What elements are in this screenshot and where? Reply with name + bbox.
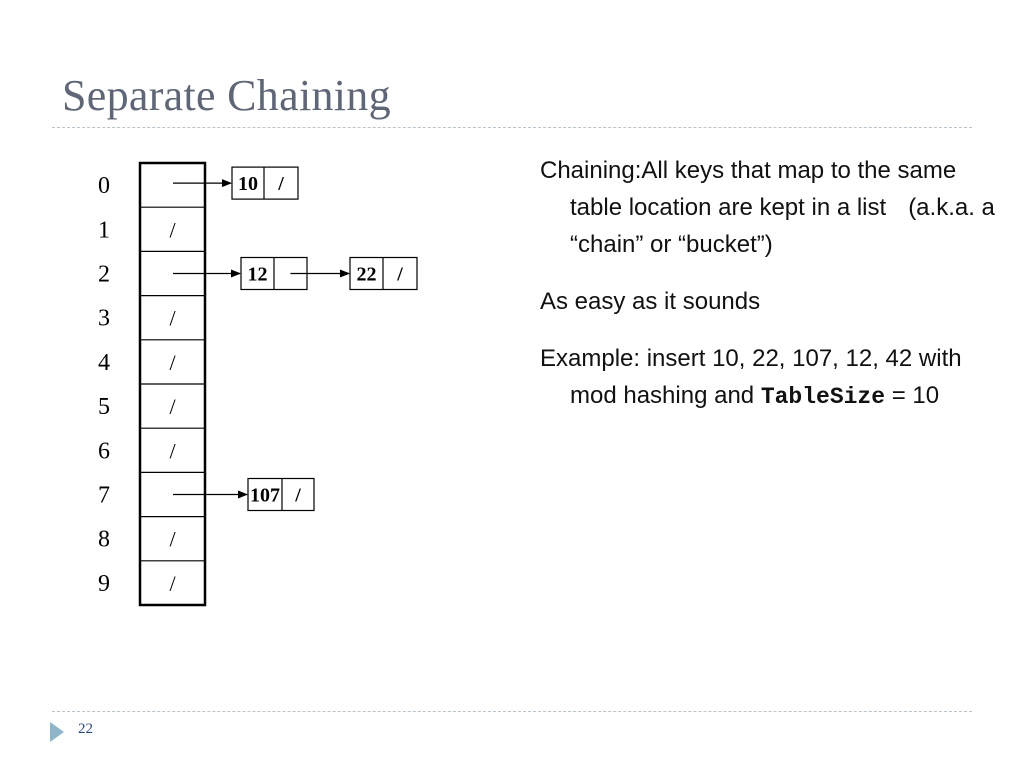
null-pointer: /	[169, 438, 176, 463]
hash-table: 0 1 / 2 3 / 4 / 5 / 6 / 7 8 / 9 /	[98, 161, 207, 607]
hash-table-diagram: 0 1 / 2 3 / 4 / 5 / 6 / 7 8 / 9 / 10 / 12 22 / 107 /	[0, 0, 520, 640]
null-pointer: /	[169, 350, 176, 375]
null-pointer: /	[169, 571, 176, 596]
example-statement: Example: insert 10, 22, 107, 12, 42 with…	[540, 340, 1010, 416]
easy-text: As easy as it sounds	[540, 288, 761, 315]
slot-index: 7	[98, 483, 110, 509]
null-pointer: /	[169, 527, 176, 552]
slide-title: Separate Chaining	[62, 71, 391, 120]
footer-divider	[52, 711, 972, 712]
node-key: 107	[250, 485, 280, 507]
triangle-bullet-icon	[50, 722, 64, 742]
explanation-text: Chaining:All keys that map to the same t…	[540, 152, 1010, 416]
node-key: 22	[357, 264, 377, 286]
chain-node	[247, 477, 315, 512]
slot-index: 3	[98, 306, 110, 332]
slot-index: 6	[98, 438, 110, 464]
slot-index: 0	[98, 173, 110, 199]
example-label: Example:	[540, 345, 641, 372]
node-key: 10	[238, 173, 258, 195]
node-null-pointer: /	[294, 485, 301, 507]
example-code: TableSize	[760, 384, 886, 410]
slot-index: 1	[98, 217, 110, 243]
slot-index: 8	[98, 527, 110, 553]
chaining-label: Chaining:	[540, 157, 642, 184]
chains: 10 / 12 22 / 107 /	[173, 166, 418, 512]
slot-index: 2	[98, 262, 110, 288]
hash-table-svg: 0 1 / 2 3 / 4 / 5 / 6 / 7 8 / 9 / 10 / 12 22 / 107 /	[98, 161, 418, 607]
page-number: 22	[78, 721, 93, 737]
null-pointer: /	[169, 394, 176, 419]
example-tail: = 10	[891, 382, 940, 409]
chaining-definition: Chaining:All keys that map to the same t…	[540, 152, 1010, 263]
chain-node	[231, 166, 299, 200]
example-body: insert 10, 22, 107, 12, 42 with mod hash…	[570, 345, 962, 409]
chaining-aka: (a.k.a. a “chain” or “bucket”)	[570, 194, 995, 258]
title-divider	[52, 127, 972, 128]
chaining-body: All keys that map to the same table loca…	[570, 157, 957, 221]
slot-index: 9	[98, 571, 110, 597]
node-key: 12	[248, 264, 268, 286]
easy-statement: As easy as it sounds	[540, 283, 1010, 320]
null-pointer: /	[169, 306, 176, 331]
slot-index: 4	[98, 350, 110, 376]
node-null-pointer: /	[396, 264, 403, 286]
slot-index: 5	[98, 394, 110, 420]
node-null-pointer: /	[277, 173, 284, 195]
null-pointer: /	[169, 217, 176, 242]
